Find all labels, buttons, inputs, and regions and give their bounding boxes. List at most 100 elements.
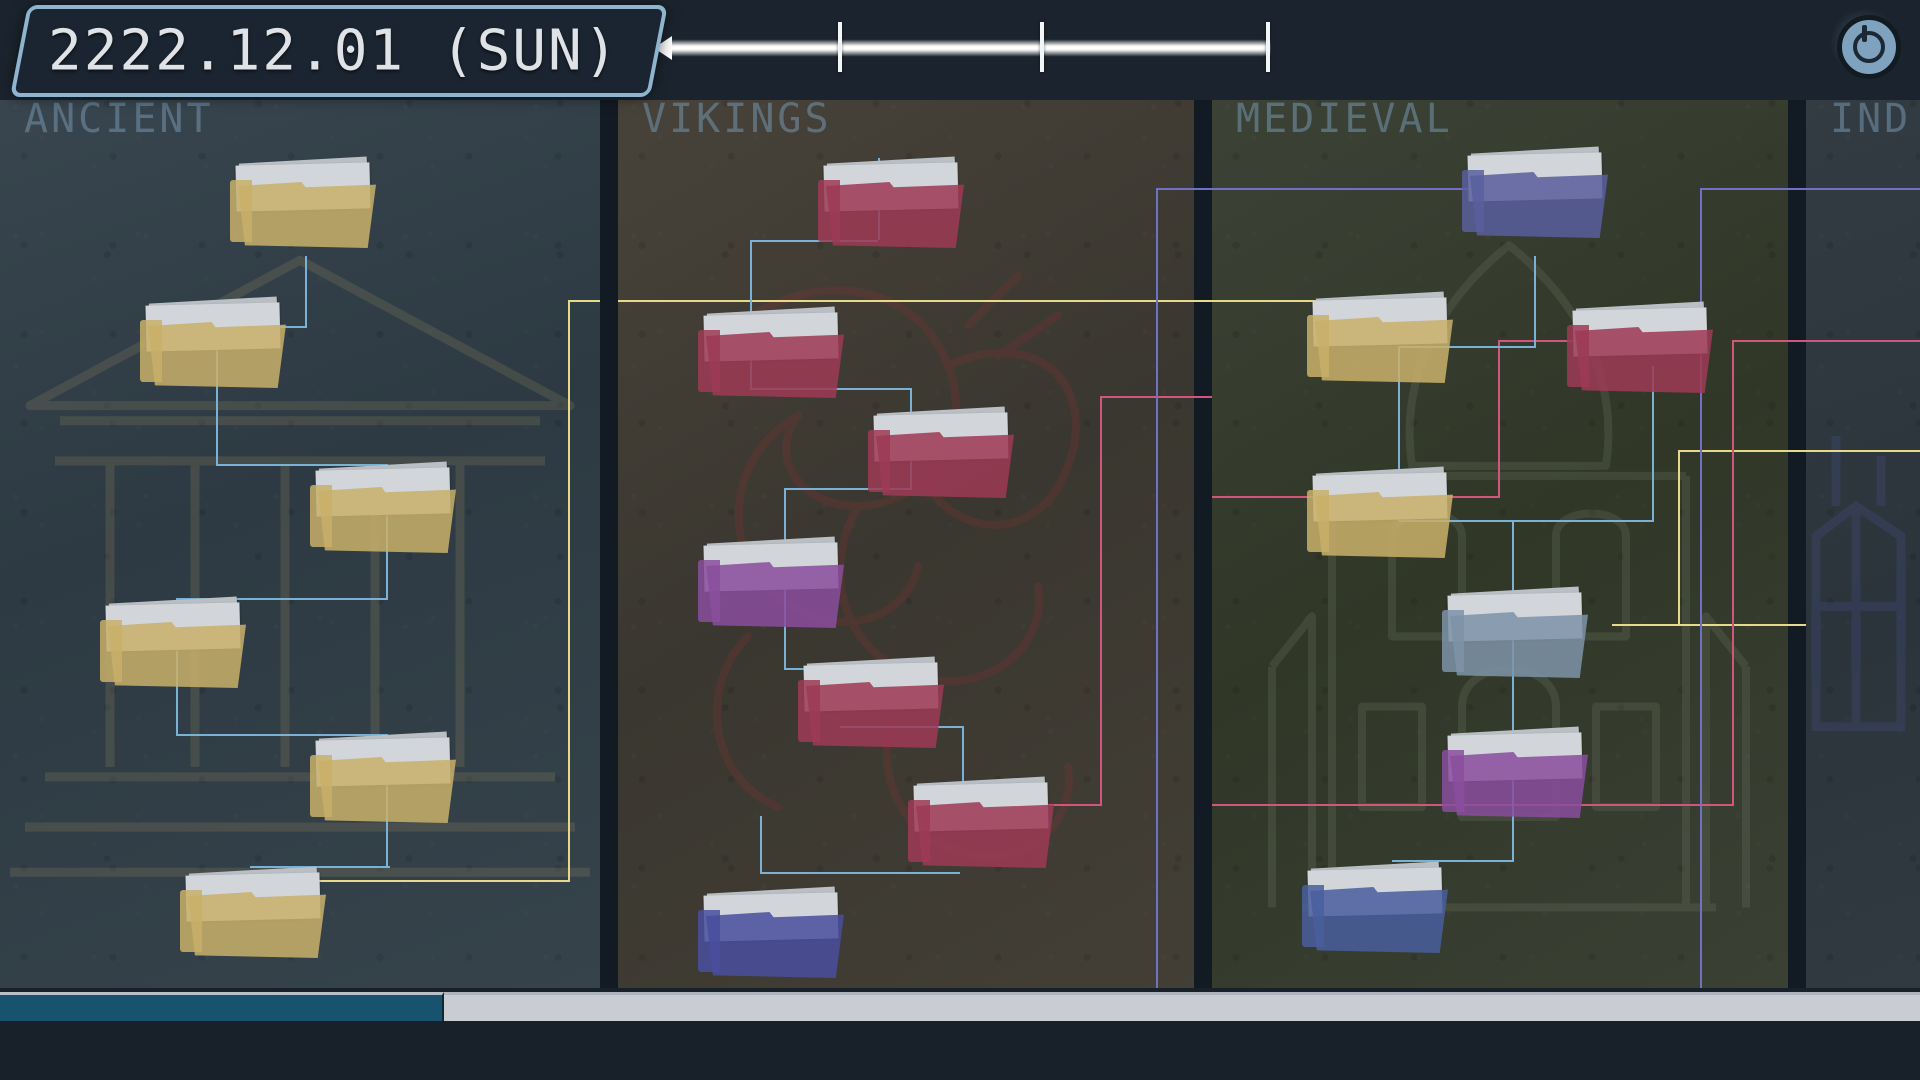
timeline-tick — [838, 22, 842, 72]
connector-vikings — [760, 872, 960, 874]
power-circle — [1853, 31, 1885, 63]
era-column-ancient[interactable]: ANCIENT — [0, 78, 600, 988]
scrollbar-thumb[interactable] — [0, 992, 444, 1021]
timeline-board[interactable]: ANCIENT — [0, 78, 1920, 988]
folder-vikings-7[interactable] — [698, 886, 848, 986]
connector-ancient — [176, 734, 388, 736]
column-title-medieval: MEDIEVAL — [1236, 96, 1453, 142]
connector-cross-industrial — [1806, 450, 1920, 452]
timeline-tick — [1040, 22, 1044, 72]
connector-cross-industrial — [1806, 188, 1920, 190]
column-divider — [1788, 78, 1806, 988]
folder-front — [318, 757, 456, 823]
column-divider — [1194, 78, 1212, 988]
connector-cross-medieval — [1212, 188, 1504, 190]
folder-front — [1450, 752, 1588, 818]
connector-ancient — [305, 256, 307, 328]
folder-ancient-2[interactable] — [140, 296, 290, 396]
era-column-vikings[interactable]: VIKINGS — [618, 78, 1212, 988]
connector-vikings — [962, 726, 964, 808]
folder-front — [1575, 327, 1713, 393]
folder-vikings-6[interactable] — [908, 776, 1058, 876]
folder-front — [706, 332, 844, 398]
timeline-bar-fill — [670, 40, 1270, 56]
connector-cross-medieval — [1212, 300, 1358, 302]
connector-cross-ancient — [568, 300, 570, 882]
folder-front — [826, 182, 964, 248]
folder-front — [108, 622, 246, 688]
date-panel[interactable]: 2222.12.01 (SUN) — [10, 5, 668, 97]
connector-cross-medieval — [1678, 450, 1680, 626]
connector-cross-vikings — [618, 300, 1212, 302]
connector-cross-medieval — [1498, 340, 1500, 498]
folder-vikings-4[interactable] — [698, 536, 848, 636]
folder-medieval-1[interactable] — [1462, 146, 1612, 246]
power-button[interactable] — [1830, 8, 1901, 79]
connector-cross-industrial — [1806, 340, 1920, 342]
column-divider — [600, 78, 618, 988]
era-column-medieval[interactable]: MEDIEVAL — [1212, 78, 1806, 988]
date-display: 2222.12.01 (SUN) — [48, 18, 620, 84]
connector-medieval — [1534, 256, 1536, 348]
folder-front — [706, 912, 844, 978]
connector-medieval — [1652, 366, 1654, 522]
folder-ancient-1[interactable] — [230, 156, 380, 256]
connector-ancient — [216, 464, 386, 466]
folder-front — [318, 487, 456, 553]
connector-cross-medieval — [1700, 188, 1702, 988]
folder-ancient-6[interactable] — [180, 866, 330, 966]
connector-ancient — [250, 866, 390, 868]
folder-medieval-3[interactable] — [1567, 301, 1717, 401]
folder-ancient-5[interactable] — [310, 731, 460, 831]
connector-medieval — [1398, 520, 1652, 522]
power-stem — [1862, 25, 1867, 42]
connector-cross-vikings — [1156, 188, 1212, 190]
connector-cross-vikings — [1156, 188, 1158, 988]
folder-vikings-3[interactable] — [868, 406, 1018, 506]
folder-front — [188, 892, 326, 958]
connector-vikings — [784, 488, 912, 490]
folder-front — [1315, 317, 1453, 383]
era-column-industrial[interactable]: IND — [1806, 78, 1920, 988]
folder-front — [876, 432, 1014, 498]
folder-front — [1470, 172, 1608, 238]
column-title-vikings: VIKINGS — [642, 96, 832, 142]
connector-medieval — [1398, 346, 1400, 522]
folder-medieval-2[interactable] — [1307, 291, 1457, 391]
connector-cross-medieval — [1732, 340, 1734, 806]
folder-medieval-6[interactable] — [1442, 726, 1592, 826]
folder-front — [1450, 612, 1588, 678]
column-title-ancient: ANCIENT — [24, 96, 214, 142]
folder-vikings-1[interactable] — [818, 156, 968, 256]
connector-ancient — [216, 326, 218, 466]
connector-cross-ancient — [568, 300, 600, 302]
folder-medieval-5[interactable] — [1442, 586, 1592, 686]
folder-front — [148, 322, 286, 388]
folder-medieval-7[interactable] — [1302, 861, 1452, 961]
horizontal-scrollbar[interactable] — [0, 988, 1920, 1022]
folder-vikings-5[interactable] — [798, 656, 948, 756]
column-background-industrial — [1806, 78, 1920, 988]
connector-cross-vikings — [1100, 396, 1102, 806]
connector-cross-medieval — [1498, 340, 1620, 342]
folder-ancient-4[interactable] — [100, 596, 250, 696]
folder-front — [706, 562, 844, 628]
folder-ancient-3[interactable] — [310, 461, 460, 561]
column-title-industrial: IND — [1830, 96, 1912, 142]
connector-vikings — [760, 816, 762, 874]
power-icon — [1837, 15, 1901, 79]
texture-overlay-industrial — [1806, 78, 1920, 988]
era-timeline-progress[interactable] — [650, 22, 1270, 72]
footer-bar — [0, 1022, 1920, 1080]
folder-front — [1310, 887, 1448, 953]
connector-medieval — [1392, 860, 1514, 862]
folder-vikings-2[interactable] — [698, 306, 848, 406]
folder-front — [806, 682, 944, 748]
connector-medieval — [1398, 346, 1534, 348]
timeline-tick — [1266, 22, 1270, 72]
connector-vikings — [750, 240, 878, 242]
connector-cross-medieval — [1678, 450, 1806, 452]
folder-medieval-4[interactable] — [1307, 466, 1457, 566]
folder-front — [238, 182, 376, 248]
